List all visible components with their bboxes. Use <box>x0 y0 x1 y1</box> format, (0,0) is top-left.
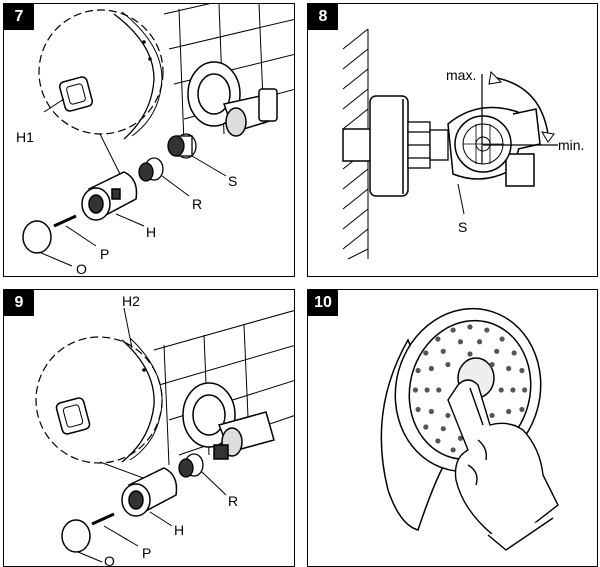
temperature-dial[interactable] <box>454 115 512 173</box>
nozzle <box>423 350 429 356</box>
nozzle <box>424 387 430 393</box>
nozzle <box>519 367 525 374</box>
label-h: H <box>174 522 184 538</box>
cartridge-s <box>167 133 197 159</box>
label-s: S <box>458 219 467 235</box>
nozzle <box>412 387 418 393</box>
step-number: 8 <box>308 4 338 30</box>
nozzle <box>436 387 442 393</box>
step-number: 9 <box>4 290 34 316</box>
nozzle <box>499 336 505 342</box>
nozzle <box>489 361 495 368</box>
label-p: P <box>142 545 151 561</box>
nozzle <box>457 339 464 345</box>
nozzle <box>519 406 525 413</box>
label-r: R <box>192 196 202 212</box>
nozzle <box>467 324 473 330</box>
nozzle <box>445 412 451 419</box>
label-o: O <box>104 553 115 567</box>
ring-r <box>178 453 204 478</box>
screw-p <box>91 512 115 526</box>
label-s: S <box>228 173 237 189</box>
nozzle <box>440 426 446 432</box>
nozzle <box>467 351 473 357</box>
step-number: 10 <box>308 290 338 316</box>
rotation-arrow <box>490 76 549 135</box>
nozzle <box>510 387 516 393</box>
cap-o <box>61 519 91 553</box>
wall-connector <box>182 382 275 460</box>
step-7-illustration: H1 S R H P O <box>16 4 294 277</box>
nozzle <box>428 365 434 372</box>
nozzle <box>435 438 441 444</box>
wall-connector <box>187 61 278 137</box>
label-p: P <box>100 246 109 262</box>
hex-nut <box>407 121 431 169</box>
step-7-panel: 7 <box>3 3 295 277</box>
label-h2: H2 <box>122 293 140 309</box>
nozzle <box>415 367 421 374</box>
nozzle <box>489 412 495 419</box>
nozzle <box>440 348 446 354</box>
screw-p <box>53 214 77 228</box>
nozzle <box>506 408 512 415</box>
step-8-illustration: max. min. S <box>342 28 584 260</box>
step-9-illustration: H2 R H P O <box>35 293 294 567</box>
label-h: H <box>146 224 156 240</box>
nozzle <box>498 387 504 393</box>
nozzle <box>450 447 456 453</box>
label-max: max. <box>446 67 476 83</box>
step-9-panel: 9 <box>3 289 295 567</box>
step-10-panel: 10 <box>307 289 598 567</box>
nozzle <box>445 361 451 368</box>
step-8-panel: 8 <box>307 3 598 277</box>
nozzle <box>435 336 441 342</box>
step-10-illustration <box>380 307 559 551</box>
nozzle <box>494 348 500 354</box>
magnifier-circle <box>35 336 163 464</box>
cap-o <box>22 220 52 254</box>
nozzle <box>522 387 528 393</box>
handle-h <box>81 171 138 221</box>
nozzle <box>476 339 483 345</box>
wall-pipe <box>342 128 374 162</box>
nozzle <box>511 350 517 356</box>
nozzle <box>506 365 512 372</box>
label-r: R <box>228 493 238 509</box>
nozzle <box>428 408 434 415</box>
nozzle <box>484 327 490 333</box>
nozzle <box>415 406 421 413</box>
label-min: min. <box>558 137 584 153</box>
hand <box>447 379 559 551</box>
wall-flange <box>369 95 409 197</box>
ring-r <box>138 157 164 182</box>
handle-h <box>121 467 178 517</box>
nozzle <box>423 424 429 430</box>
magnifier-circle <box>38 9 164 140</box>
step-number: 7 <box>4 4 34 30</box>
nozzle <box>457 435 464 441</box>
nozzle <box>450 327 456 333</box>
label-h1: H1 <box>16 129 34 145</box>
label-o: O <box>76 261 87 277</box>
